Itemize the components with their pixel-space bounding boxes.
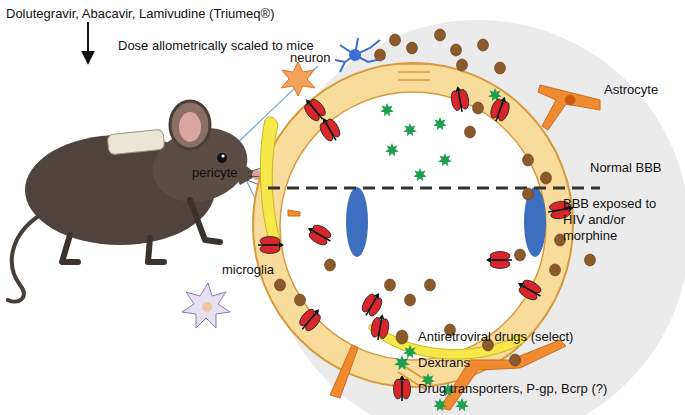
dose-note: Dose allometrically scaled to mice (118, 38, 314, 54)
cell-label: neuron (290, 50, 330, 66)
cell-label: microglia (222, 262, 274, 278)
drug-dot (457, 59, 468, 71)
separator-line (268, 187, 600, 190)
drug-transporter (316, 114, 344, 145)
region-label: BBB exposed to HIV and/or morphine (563, 196, 681, 244)
legend-text: Dextrans (418, 355, 470, 371)
legend-text: Drug transporters, P-gp, Bcrp (?) (418, 381, 607, 397)
region-label: Normal BBB (590, 160, 662, 176)
drug-transporter (488, 94, 513, 124)
dextran-star (403, 345, 417, 358)
drug-dot (275, 279, 286, 291)
nucleus (346, 187, 368, 257)
drug-transporter (304, 221, 335, 249)
drug-dot (385, 279, 396, 291)
vessel-wall (253, 63, 573, 387)
dextran-star (433, 117, 447, 130)
drug-dot (465, 126, 476, 138)
drug-dot (473, 102, 484, 114)
drug-name: Dolutegravir, Abacavir, Lamivudine (Triu… (6, 6, 275, 22)
drug-transporter (486, 252, 512, 269)
drug-dot (515, 249, 526, 261)
legend-symbol (392, 376, 412, 402)
microglia-cell (281, 62, 315, 96)
dextran-star (403, 123, 417, 136)
drug-transporter (359, 289, 387, 320)
drug-dot (541, 172, 552, 184)
legend-star (394, 355, 410, 370)
dose-arrow (87, 22, 89, 62)
drug-dot (523, 154, 534, 166)
drug-dot (405, 294, 416, 306)
cell-label: Astrocyte (604, 82, 658, 98)
drug-dot (523, 188, 534, 200)
drug-transporter (258, 237, 284, 254)
drug-transporter (514, 276, 545, 304)
drug-transporter (449, 85, 470, 114)
drug-dot (451, 44, 462, 56)
drug-dot (510, 354, 521, 366)
dextran-star (438, 153, 452, 166)
drug-dot (435, 29, 446, 41)
drug-transporter (370, 313, 391, 342)
vessel-lumen (280, 92, 546, 360)
cell-label: pericyte (192, 165, 238, 181)
drug-dot (390, 34, 401, 46)
dextran-star (455, 398, 469, 411)
drug-dot (585, 254, 596, 266)
drug-transporter (296, 304, 326, 335)
dextran-star (413, 168, 427, 181)
drug-dot (478, 39, 489, 51)
legend-swatch (392, 324, 412, 350)
mouse (8, 101, 276, 302)
dextran-star (380, 103, 394, 116)
astrocyte-cell (288, 85, 600, 410)
drug-transporter (299, 94, 329, 125)
drug-dot (407, 42, 418, 54)
dextran-star (433, 398, 447, 411)
pericyte-cell (260, 117, 280, 251)
drug-dot (425, 279, 436, 291)
drug-transporter (394, 376, 411, 401)
legend-text: Antiretroviral drugs (select) (418, 329, 573, 345)
legend-dot (396, 330, 408, 344)
drug-dot (495, 62, 506, 74)
legend-swatch (392, 350, 412, 376)
legend-row: Antiretroviral drugs (select) (392, 324, 573, 350)
legend-row: Drug transporters, P-gp, Bcrp (?) (392, 376, 607, 402)
drug-dot (375, 49, 386, 61)
drug-dot (295, 294, 306, 306)
dextran-star (385, 143, 399, 156)
drug-dot (325, 259, 336, 271)
microglia-cell (182, 283, 230, 328)
legend-row: Dextrans (392, 350, 470, 376)
drug-dot (550, 264, 561, 276)
